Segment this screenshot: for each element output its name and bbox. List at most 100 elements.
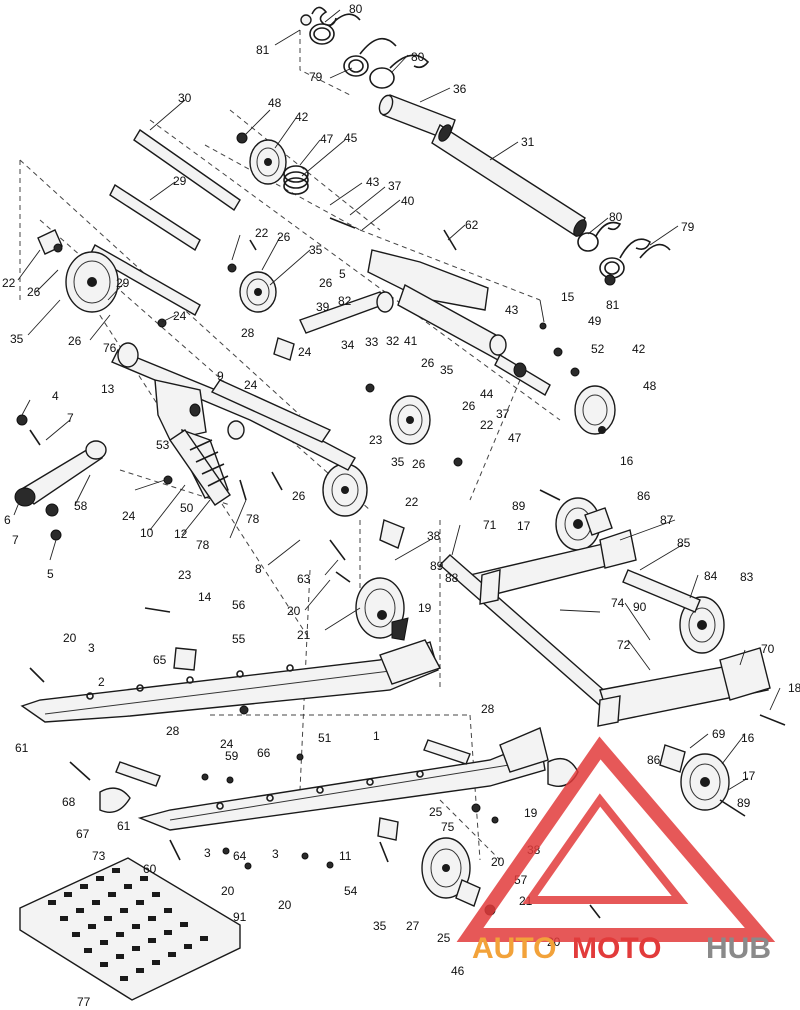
callout-c131: 20 xyxy=(278,898,292,912)
callout-c8: 42 xyxy=(295,110,309,124)
callout-c29: 26 xyxy=(68,334,82,348)
callout-c93: 19 xyxy=(418,601,432,615)
callout-c105: 28 xyxy=(166,724,180,738)
idler-wheel-42-top xyxy=(249,139,287,185)
callout-c71: 7 xyxy=(12,533,19,547)
callout-c89: 23 xyxy=(178,568,192,582)
callout-c40: 33 xyxy=(365,335,379,349)
leader-lines xyxy=(13,9,781,791)
callout-c114: 86 xyxy=(647,753,661,767)
callout-c67: 89 xyxy=(512,499,526,513)
crossshaft-85 xyxy=(622,569,701,613)
callout-c48: 26 xyxy=(421,356,435,370)
callout-c3: 80 xyxy=(411,50,425,64)
callout-c69: 22 xyxy=(405,495,419,509)
callout-c81: 8 xyxy=(255,562,262,576)
callout-c73: 12 xyxy=(174,527,188,541)
axle-28 xyxy=(115,739,471,787)
callout-c66: 50 xyxy=(180,501,194,515)
callout-c135: 20 xyxy=(491,855,505,869)
torsion-spring-right xyxy=(577,221,671,279)
callout-c13: 43 xyxy=(366,175,380,189)
spring-45 xyxy=(283,165,309,195)
callout-c102: 2 xyxy=(98,675,105,689)
callout-c74: 78 xyxy=(246,512,260,526)
callout-c136: 91 xyxy=(233,910,247,924)
callout-c95: 56 xyxy=(232,598,246,612)
callout-c12: 29 xyxy=(173,174,187,188)
callout-c22: 26 xyxy=(277,230,291,244)
callout-c51: 48 xyxy=(643,379,657,393)
callout-c45: 13 xyxy=(101,382,115,396)
rear-crossmember-frame xyxy=(438,529,771,727)
upper-rear-arm xyxy=(299,249,551,396)
callout-c50: 44 xyxy=(480,387,494,401)
callout-c18: 22 xyxy=(2,276,16,290)
callout-c83: 63 xyxy=(297,572,311,586)
callout-c91: 74 xyxy=(611,596,625,610)
callout-c138: 27 xyxy=(406,919,420,933)
rail-left-lower xyxy=(137,727,549,831)
callout-c62: 35 xyxy=(391,455,405,469)
callout-c34: 15 xyxy=(561,290,575,304)
watermark-triangle-outer xyxy=(456,736,776,942)
callout-c4: 79 xyxy=(309,70,323,84)
callout-c21: 22 xyxy=(255,226,269,240)
callout-c77: 5 xyxy=(47,567,54,581)
callout-c100: 70 xyxy=(761,642,775,656)
callout-c116: 68 xyxy=(62,795,76,809)
callout-c110: 69 xyxy=(712,727,726,741)
callout-c117: 89 xyxy=(737,796,751,810)
callout-c61: 16 xyxy=(620,454,634,468)
wheel-35-center xyxy=(389,395,431,445)
callout-c2: 81 xyxy=(256,43,270,57)
callout-c79: 71 xyxy=(483,518,497,532)
slide-plate xyxy=(19,857,241,1001)
callout-c56: 53 xyxy=(156,438,170,452)
torsion-spring-top-left xyxy=(300,6,361,45)
shock-absorber xyxy=(169,429,231,506)
watermark-text-hub: HUB xyxy=(706,932,771,965)
callout-c112: 59 xyxy=(225,749,239,763)
watermark-text-moto: MOTO xyxy=(572,932,661,965)
callout-c108: 51 xyxy=(318,731,332,745)
callout-c43: 52 xyxy=(591,342,605,356)
callout-c139: 25 xyxy=(437,931,451,945)
wheel-38-center xyxy=(355,577,409,641)
callout-c14: 37 xyxy=(388,179,402,193)
callout-c101: 65 xyxy=(153,653,167,667)
callout-c11: 31 xyxy=(521,135,535,149)
callout-c85: 84 xyxy=(704,569,718,583)
callout-c47: 24 xyxy=(244,378,258,392)
torsion-spring-top-middle xyxy=(343,37,430,89)
callout-c98: 3 xyxy=(88,641,95,655)
callout-c86: 83 xyxy=(740,570,754,584)
wheel-35-left xyxy=(65,251,119,313)
axle-30 xyxy=(133,128,241,212)
callout-c121: 25 xyxy=(429,805,443,819)
callout-c55: 7 xyxy=(67,411,74,425)
callout-c16: 80 xyxy=(609,210,623,224)
callout-c31: 28 xyxy=(241,326,255,340)
callout-c19: 26 xyxy=(27,285,41,299)
watermark-logo: AUTO MOTO HUB xyxy=(456,736,776,965)
callout-c5: 36 xyxy=(453,82,467,96)
callout-c30: 24 xyxy=(173,309,187,323)
callout-c87: 88 xyxy=(445,571,459,585)
callout-c7: 48 xyxy=(268,96,282,110)
watermark-triangle-inner xyxy=(522,793,689,904)
callout-c53: 26 xyxy=(462,399,476,413)
callout-c123: 11 xyxy=(339,849,352,863)
callout-c78: 78 xyxy=(196,538,210,552)
callout-c70: 86 xyxy=(637,489,651,503)
callout-c72: 10 xyxy=(140,526,154,540)
bolts xyxy=(29,217,786,919)
callout-c35: 43 xyxy=(505,303,519,317)
callout-c90: 14 xyxy=(198,590,212,604)
callout-c38: 24 xyxy=(298,345,312,359)
callout-c127: 3 xyxy=(204,846,211,860)
callout-c46: 9 xyxy=(217,369,224,383)
callout-c141: 46 xyxy=(451,964,465,978)
callout-c63: 6 xyxy=(4,513,11,527)
